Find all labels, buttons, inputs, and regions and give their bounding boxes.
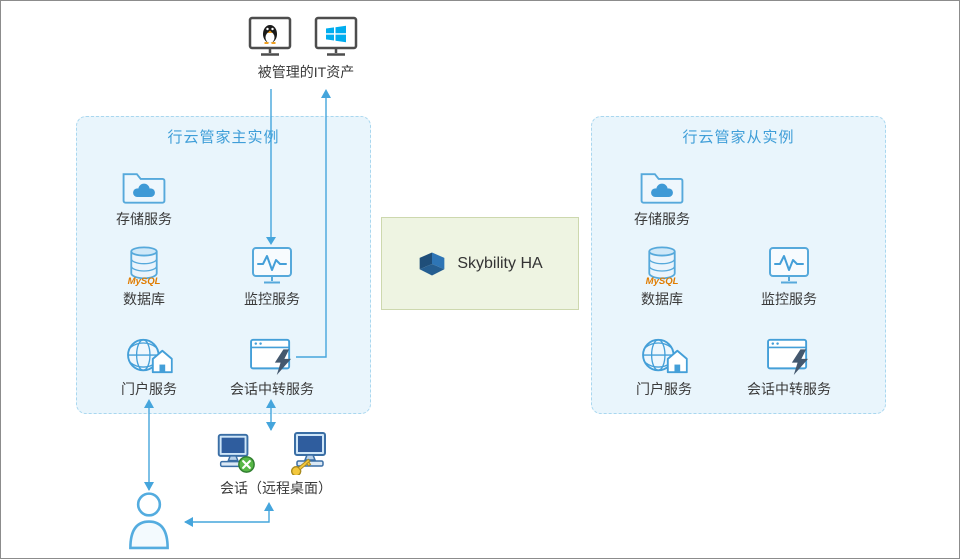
session-relay-icon [249,336,295,376]
skybility-logo-icon [417,249,447,279]
monitoring-icon [767,246,811,286]
database-icon: MySQL [646,246,679,286]
session-relay-icon [766,336,812,376]
service-label: 数据库 [641,291,683,307]
storage-icon [639,168,685,206]
mysql-badge: MySQL [128,276,161,286]
session-label: 会话（远程桌面） [220,480,332,496]
master-instance-title: 行云管家主实例 [167,129,280,146]
service-storage-master: 存储服务 [89,168,199,229]
service-session-relay-slave: 会话中转服务 [734,336,844,399]
slave-instance-title: 行云管家从实例 [682,129,795,146]
service-database-slave: MySQL 数据库 [607,246,717,309]
rdp-computer-icon [213,431,257,475]
portal-icon [640,336,688,376]
service-label: 会话中转服务 [230,381,314,397]
database-icon: MySQL [128,246,161,286]
service-label: 数据库 [123,291,165,307]
service-label: 会话中转服务 [747,381,831,397]
linux-host-icon [247,15,293,61]
ha-box: Skybility HA [381,217,579,310]
monitoring-icon [250,246,294,286]
service-storage-slave: 存储服务 [607,168,717,229]
service-monitoring-slave: 监控服务 [734,246,844,309]
storage-icon [121,168,167,206]
service-database-master: MySQL 数据库 [89,246,199,309]
managed-assets-label: 被管理的IT资产 [257,64,355,80]
service-session-relay-master: 会话中转服务 [217,336,327,399]
mysql-badge: MySQL [646,276,679,286]
user-icon [126,490,172,550]
service-monitoring-master: 监控服务 [217,246,327,309]
service-label: 存储服务 [634,211,690,227]
windows-host-icon [313,15,359,61]
service-portal-slave: 门户服务 [609,336,719,399]
slave-instance-box: 行云管家从实例 存储服务 MySQL 数据库 监控服务 门户服务 会话中转服务 [591,116,886,414]
service-label: 监控服务 [244,291,300,307]
service-portal-master: 门户服务 [94,336,204,399]
connector-session-to-user [185,504,270,523]
service-label: 存储服务 [116,211,172,227]
service-label: 门户服务 [121,381,177,397]
master-instance-box: 行云管家主实例 存储服务 MySQL 数据库 监控服务 门户服务 会话中转服务 [76,116,371,414]
service-label: 门户服务 [636,381,692,397]
ha-label: Skybility HA [457,254,543,272]
portal-icon [125,336,173,376]
rdp-key-icon [287,429,333,475]
service-label: 监控服务 [761,291,817,307]
